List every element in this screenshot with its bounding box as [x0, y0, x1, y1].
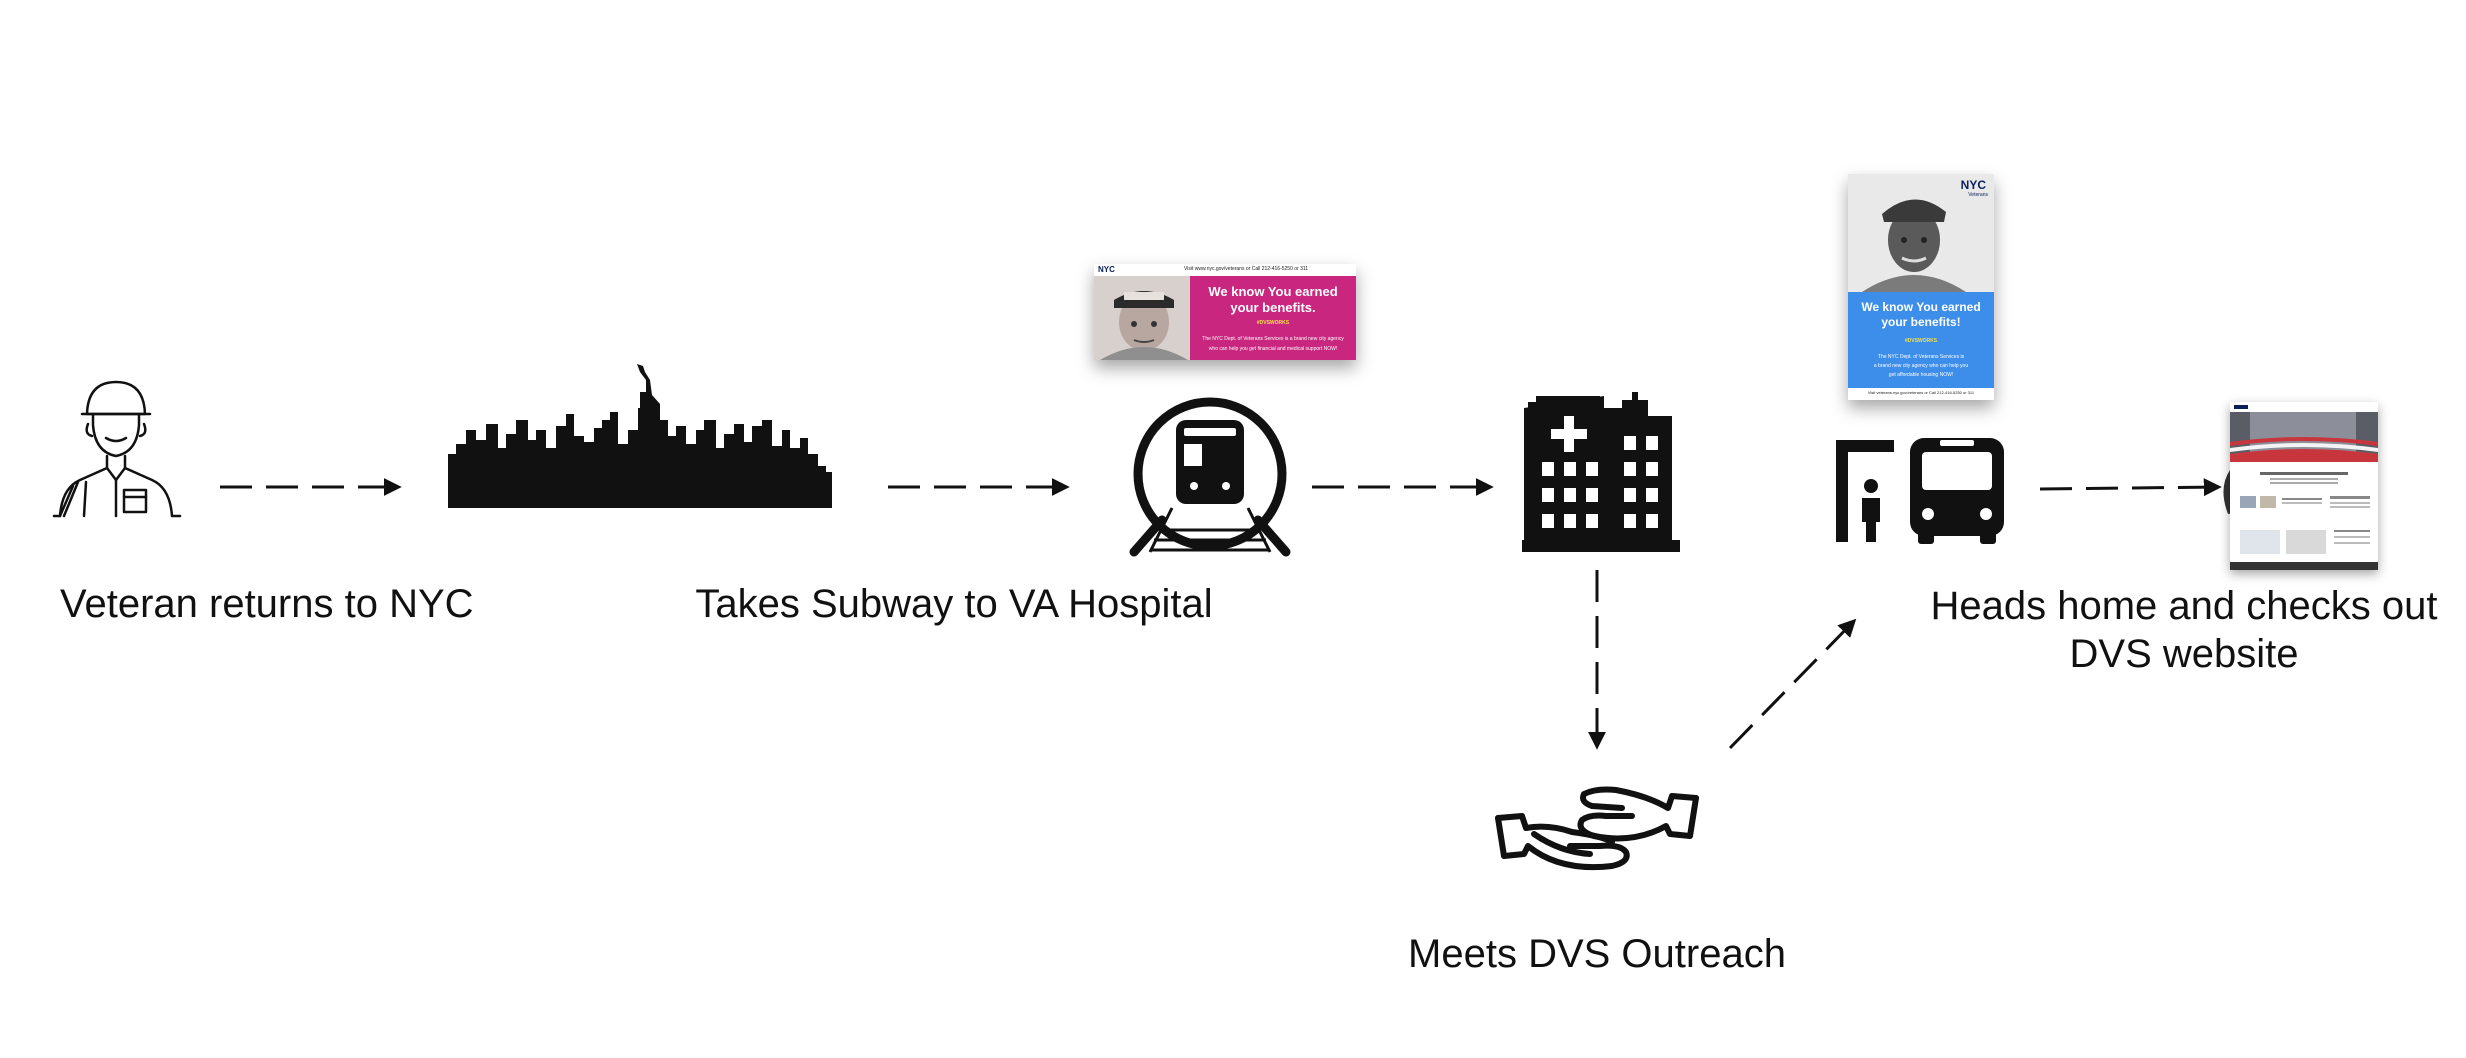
handshake-icon	[1495, 786, 1699, 871]
bus-stop-icon	[1836, 438, 2004, 544]
step-label-meets-outreach: Meets DVS Outreach	[1408, 932, 1786, 976]
ad-poster-headline-1: We know You earned	[1861, 300, 1981, 314]
ad-banner-topline: Visit www.nyc.gov/veterans or Call 212-4…	[1184, 266, 1309, 272]
nyc-skyline-icon	[448, 364, 832, 508]
ad-banner-body-2: who can help you get financial and medic…	[1208, 346, 1338, 352]
ad-banner-headline-1: We know You earned	[1208, 284, 1338, 299]
subway-icon	[1129, 397, 1291, 557]
ad-poster-body-3: get affordable housing NOW!	[1888, 372, 1954, 378]
ad-banner-body-1: The NYC Dept. of Veterans Services is a …	[1202, 336, 1344, 342]
hospital-icon	[1522, 392, 1680, 552]
veteran-portrait	[1848, 174, 1994, 292]
soldier-icon	[52, 380, 182, 518]
veteran-portrait	[1094, 276, 1190, 360]
ad-poster-logo: NYC	[1960, 178, 1986, 192]
ad-banner: NYC Visit www.nyc.gov/veterans or Call 2…	[1094, 264, 1356, 360]
website-mockup	[2230, 402, 2378, 570]
ad-poster-body-1: The NYC Dept. of Veterans Services is	[1877, 354, 1965, 360]
ad-banner-tag: #DVSWORKS	[1256, 320, 1290, 326]
ad-poster: NYC Veterans We know You earned your ben…	[1848, 174, 1994, 400]
arrow-outreach-to-bus	[1728, 618, 1857, 750]
step-label-veteran-returns: Veteran returns to NYC	[60, 582, 474, 626]
ad-poster-tag: #DVSWORKS	[1904, 338, 1938, 344]
website-screenshot	[2230, 402, 2378, 570]
ad-poster-body-2: a brand new city agency who can help you	[1873, 363, 1969, 369]
step-label-takes-subway: Takes Subway to VA Hospital	[695, 582, 1213, 626]
arrow-bus-to-website	[2039, 478, 2222, 497]
ad-banner-logo: NYC	[1098, 265, 1115, 274]
step-label-heads-home-line2: DVS website	[2069, 632, 2299, 676]
ad-poster-footer: Visit veterans.nyc.gov/veterans or Call …	[1848, 390, 1994, 395]
ad-banner-headline-2: your benefits.	[1230, 300, 1316, 315]
ad-poster-headline-2: your benefits!	[1881, 315, 1961, 329]
ad-poster-logo-sub: Veterans	[1968, 192, 1988, 198]
step-label-heads-home-line1: Heads home and checks out	[1930, 584, 2438, 628]
